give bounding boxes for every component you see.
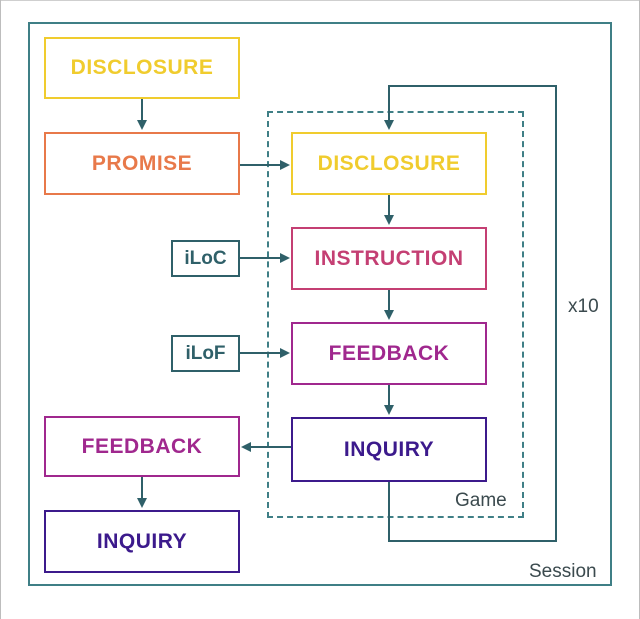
- game-feedback-box: FEEDBACK: [291, 322, 487, 385]
- session-label: Session: [529, 561, 597, 582]
- game-label: Game: [455, 490, 507, 511]
- session-frame: [28, 22, 612, 586]
- left-inquiry-label: INQUIRY: [96, 529, 188, 553]
- game-disclosure-box: DISCLOSURE: [291, 132, 487, 195]
- image-left-edge: [0, 0, 1, 619]
- iloc-label: iLoC: [184, 247, 227, 269]
- promise-label: PROMISE: [91, 151, 193, 175]
- game-inquiry-label: INQUIRY: [343, 437, 435, 461]
- promise-box: PROMISE: [44, 132, 240, 195]
- image-top-edge: [0, 0, 640, 1]
- ilof-box: iLoF: [171, 335, 240, 372]
- game-disclosure-label: DISCLOSURE: [317, 151, 461, 175]
- left-feedback-label: FEEDBACK: [81, 434, 203, 458]
- repeat-label: x10: [568, 296, 599, 317]
- left-feedback-box: FEEDBACK: [44, 416, 240, 477]
- left-disclosure-label: DISCLOSURE: [70, 56, 214, 79]
- game-feedback-label: FEEDBACK: [328, 341, 450, 365]
- game-frame: [267, 111, 524, 518]
- left-inquiry-box: INQUIRY: [44, 510, 240, 573]
- left-disclosure-box: DISCLOSURE: [44, 37, 240, 99]
- loop-arrow: [384, 85, 557, 542]
- instruction-label: INSTRUCTION: [314, 246, 464, 270]
- iloc-box: iLoC: [171, 240, 240, 277]
- ilof-label: iLoF: [185, 342, 226, 364]
- game-inquiry-box: INQUIRY: [291, 417, 487, 482]
- instruction-box: INSTRUCTION: [291, 227, 487, 290]
